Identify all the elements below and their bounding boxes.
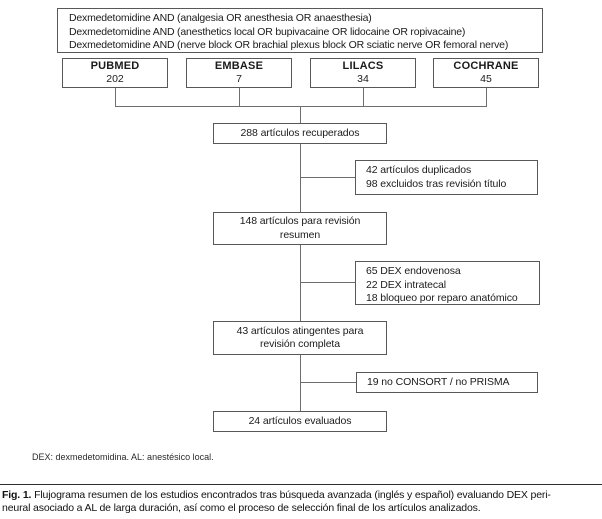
database-count: 7 [236,73,242,85]
figure-caption: Fig. 1. Flujograma resumen de los estudi… [2,489,600,515]
database-count: 34 [357,73,369,85]
figure-caption-line1: Flujograma resumen de los estudios encon… [34,489,551,501]
search-term-line: Dexmedetomidine AND (anesthetics local O… [69,25,466,38]
connector-branch-consort [300,382,356,383]
database-box-pubmed: PUBMED 202 [62,58,168,88]
connector-cochrane-stub [486,88,487,106]
caption-divider-rule [0,484,602,485]
database-count: 202 [106,73,124,85]
exclusion-line: 42 artículos duplicados [366,164,472,176]
connector-lilacs-stub [363,88,364,106]
flow-box-text: 148 artículos para revisión resumen [239,215,361,241]
exclusion-line: 22 DEX intratecal [366,278,447,291]
connector-spine-4 [300,355,301,411]
connector-spine-1 [300,106,301,123]
exclusion-box-duplicates: 42 artículos duplicados 98 excluidos tra… [355,160,538,195]
flow-box-retrieved: 288 artículos recuperados [213,123,387,144]
flow-box-full-review: 43 artículos atingentes para revisión co… [213,321,387,355]
flow-box-text: 24 artículos evaluados [248,414,352,427]
flow-box-abstract-review: 148 artículos para revisión resumen [213,212,387,245]
exclusion-line: 19 no CONSORT / no PRISMA [367,375,510,388]
exclusion-line: 98 excluidos tras revisión título [366,177,507,190]
database-box-cochrane: COCHRANE 45 [433,58,539,88]
database-name: COCHRANE [453,60,519,72]
abbreviations-footnote: DEX: dexmedetomidina. AL: anestésico loc… [32,452,214,462]
database-name: PUBMED [90,60,140,72]
database-count: 45 [480,73,492,85]
database-name: EMBASE [214,60,264,72]
flow-box-text: 43 artículos atingentes para revisión co… [236,324,364,351]
connector-collector [115,106,487,107]
connector-embase-stub [239,88,240,106]
flow-box-evaluated: 24 artículos evaluados [213,411,387,432]
database-box-embase: EMBASE 7 [186,58,292,88]
exclusion-line: 65 DEX endovenosa [366,265,461,277]
exclusion-box-consort-prisma: 19 no CONSORT / no PRISMA [356,372,538,393]
database-box-lilacs: LILACS 34 [310,58,416,88]
connector-spine-3 [300,245,301,321]
search-strategy-box: Dexmedetomidine AND (analgesia OR anesth… [57,8,543,53]
search-term-line: Dexmedetomidine AND (analgesia OR anesth… [69,12,372,24]
search-term-line: Dexmedetomidine AND (nerve block OR brac… [69,39,509,51]
flow-box-text: 288 artículos recuperados [240,126,360,139]
database-name: LILACS [342,60,384,72]
exclusion-box-dex-routes: 65 DEX endovenosa 22 DEX intratecal 18 b… [355,261,540,305]
connector-branch-duplicates [300,177,355,178]
connector-spine-2 [300,144,301,212]
exclusion-line: 18 bloqueo por reparo anatómico [366,292,518,304]
figure-caption-label: Fig. 1. [2,489,32,501]
connector-pubmed-stub [115,88,116,106]
connector-branch-dex [300,282,355,283]
figure-caption-line2: neural asociado a AL de larga duración, … [2,502,481,514]
